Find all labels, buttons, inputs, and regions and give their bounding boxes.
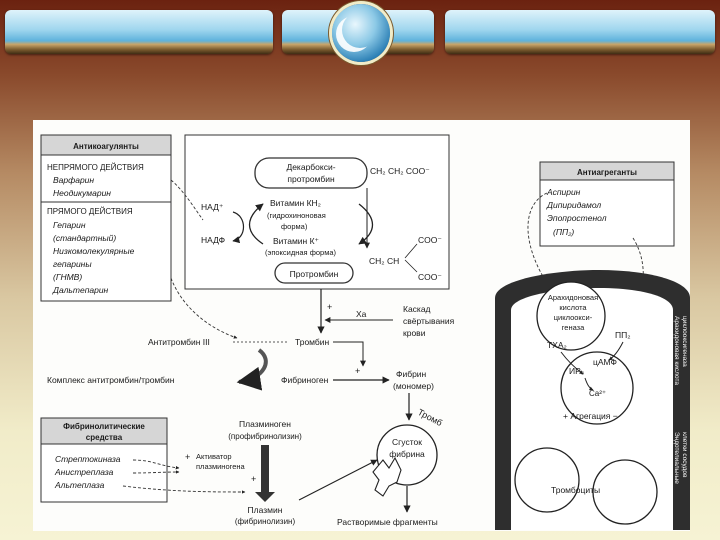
decarboxy-prothrombin: протромбин [287, 174, 335, 184]
fibrin-plus: + [355, 366, 360, 376]
fibrinolytic-drug: Альтеплаза [54, 480, 105, 490]
arachidonic-acid: циклоокси- [554, 313, 593, 322]
vessel-side-label-bottom: клетки сосудов [681, 432, 688, 478]
arachidonic-acid: Арахидоновая [548, 293, 598, 302]
direct-drug: Дальтепарин [52, 285, 109, 295]
indirect-heading: НЕПРЯМОГО ДЕЙСТВИЯ [47, 163, 144, 172]
plasmin-pathway: Плазминоген (профибринолизин) + Активато… [185, 419, 378, 526]
thrombin: Тромбин [295, 337, 330, 347]
cascade-label: Каскад [403, 304, 431, 314]
activator-plus: + [185, 452, 190, 462]
fibrin-clot: фибрина [389, 449, 425, 459]
fibrin-monomer: Фибрин [396, 369, 427, 379]
antiaggregants-box: Антиагреганты Аспирин Дипиридамол Эпопро… [527, 161, 675, 319]
plasmin-plus: + [251, 474, 256, 484]
blood-vessel-panel: Арахидоновая кислота циклоокси- геназа T… [495, 270, 690, 530]
plasmin: (фибринолизин) [235, 517, 296, 526]
vitamin-k-epoxide: (эпоксидная форма) [265, 248, 337, 257]
cascade-label: крови [403, 328, 426, 338]
ch2-ch: CH₂ CH [369, 256, 399, 266]
plasminogen: (профибринолизин) [228, 432, 302, 441]
pp2-label: ПП₂ [615, 330, 631, 340]
arachidonic-acid: геназа [562, 323, 585, 332]
indirect-drug: Неодикумарин [53, 188, 111, 198]
ip3: ИР₃ [569, 366, 584, 376]
thrombocytes: Тромбоциты [551, 485, 600, 495]
cascade-label: свёртывания [403, 316, 455, 326]
vitamin-k-cycle-right [358, 203, 374, 245]
fibrin-clot: Сгусток [392, 437, 422, 447]
arachidonic-acid: кислота [559, 303, 587, 312]
warfarin-inhibition-line [170, 179, 204, 221]
antithrombin-iii: Антитромбин III [148, 337, 210, 347]
diagram-svg: Антикоагулянты НЕПРЯМОГО ДЕЙСТВИЯ Варфар… [40, 134, 690, 530]
antiaggregant-drug: Дипиридамол [546, 200, 601, 210]
antithrombin-curve [236, 348, 268, 391]
antiaggregants-title: Антиагреганты [577, 168, 637, 177]
vitamin-kh2: Витамин КН₂ [270, 198, 321, 208]
vessel-side-label-top: Арахидоновая кислота [673, 316, 680, 385]
coo-1: COO⁻ [418, 235, 442, 245]
plasminogen-activator: Активатор [196, 452, 232, 461]
nadh: НАДФ [201, 235, 225, 245]
globe-icon [332, 4, 390, 62]
clot-fragment-shape [372, 456, 402, 497]
fibrinolytic-drug: Анистреплаза [54, 467, 114, 477]
vitamin-k-epoxide: Витамин К⁺ [273, 236, 320, 246]
direct-drug: гепарины [53, 259, 92, 269]
header-banner-right [445, 10, 715, 54]
fibrinogen: Фибриноген [281, 375, 329, 385]
txa2: TXA₂ [547, 340, 567, 350]
fibrinolytic-drug: Стрептокиназа [55, 454, 121, 464]
cascade-plus: + [327, 302, 332, 312]
plasminogen: Плазминоген [239, 419, 291, 429]
vitamin-k-cycle-box: Декарбокси- протромбин CH₂ CH₂ COO⁻ НАД⁺… [184, 134, 450, 290]
xa-factor: Xa [356, 309, 367, 319]
thromb-label: Тромб [416, 407, 444, 428]
anticoagulants-box: Антикоагулянты НЕПРЯМОГО ДЕЙСТВИЯ Варфар… [40, 134, 172, 302]
prothrombin: Протромбин [290, 269, 339, 279]
direct-drug: Гепарин [53, 220, 86, 230]
camp: цАМФ [593, 357, 617, 367]
direct-drug: Низкомолекулярные [53, 246, 135, 256]
aggregation: + Агрегация − [563, 411, 618, 421]
fibrinolytics-box: Фибринолитические средства Стрептокиназа… [40, 417, 246, 503]
vitamin-k-cycle-left [248, 203, 264, 245]
vitamin-kh2: форма) [281, 222, 308, 231]
fibrinolytics-title: средства [86, 433, 123, 442]
coagulation-cascade: + Xa Каскад свёртывания крови Антитромби… [47, 289, 455, 527]
anticoagulants-title: Антикоагулянты [73, 142, 139, 151]
fibrinolytics-title: Фибринолитические [63, 422, 145, 431]
decarboxy-prothrombin: Декарбокси- [286, 162, 335, 172]
vessel-side-label-bottom: Эндотелиальные [673, 432, 680, 484]
coo-2: COO⁻ [418, 272, 442, 282]
plasminogen-activator: плазминогена [196, 462, 246, 471]
plasmin: Плазмин [248, 505, 283, 515]
antiaggregant-drug: Эпопростенол [547, 213, 607, 223]
direct-drug: (ГНМВ) [53, 272, 82, 282]
calcium: Ca²⁺ [589, 389, 606, 398]
antiaggregant-drug: Аспирин [546, 187, 581, 197]
direct-heading: ПРЯМОГО ДЕЙСТВИЯ [47, 207, 133, 216]
nad-cycle-arrow [232, 211, 245, 244]
fibrin-monomer: (мономер) [393, 381, 434, 391]
soluble-fragments: Растворимые фрагменты [337, 517, 438, 527]
indirect-drug: Варфарин [53, 175, 94, 185]
vessel-side-label-top: циклооксигеназа [681, 316, 688, 367]
vitamin-kh2: (гидрохиноновая [267, 211, 326, 220]
nad-plus: НАД⁺ [201, 202, 224, 212]
coagulation-diagram: Антикоагулянты НЕПРЯМОГО ДЕЙСТВИЯ Варфар… [33, 120, 690, 531]
formula-top: CH₂ CH₂ COO⁻ [370, 166, 430, 176]
heparin-inhibition-line [170, 277, 238, 339]
antiaggregant-drug: (ПП₂) [553, 227, 574, 237]
direct-drug: (стандартный) [53, 233, 116, 243]
header-banner-left [5, 10, 273, 54]
antithrombin-complex: Комплекс антитромбин/тромбин [47, 375, 175, 385]
